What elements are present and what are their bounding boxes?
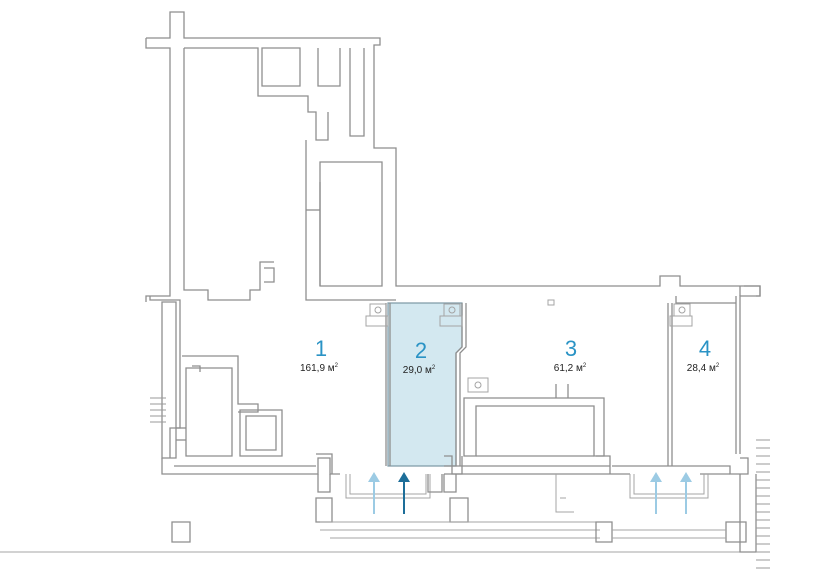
unit-2-label[interactable]: 2 29,0 м2 (403, 338, 436, 376)
unit-2-area: 29,0 м2 (403, 365, 436, 376)
unit-3-number: 3 (565, 336, 577, 361)
unit-4-number: 4 (699, 336, 711, 361)
entrance-arrow-unit-4b[interactable] (680, 472, 692, 514)
unit-4-area: 28,4 м2 (687, 363, 720, 374)
ramp (555, 474, 574, 513)
unit-1-label[interactable]: 1 161,9 м2 (300, 336, 339, 374)
entrance-arrow-unit-2[interactable] (398, 472, 410, 514)
fixture-wc-4 (669, 303, 693, 327)
fixture-wc-1 (365, 303, 389, 327)
unit-1-area: 161,9 м2 (300, 363, 339, 374)
entrance-arrow-unit-4a[interactable] (650, 472, 662, 514)
unit-3-area: 61,2 м2 (554, 363, 587, 374)
entrance-arrow-unit-1[interactable] (368, 472, 380, 514)
left-stair (150, 397, 166, 423)
fixture-wc-3 (467, 377, 489, 393)
porch-unit-1 (315, 474, 600, 539)
fixture-small-top (547, 299, 555, 306)
right-stair-hatch (756, 439, 770, 569)
fixture-wc-2 (439, 303, 463, 327)
unit-4-label[interactable]: 4 28,4 м2 (687, 336, 720, 374)
unit-1-number: 1 (315, 336, 327, 361)
unit-2-number: 2 (415, 338, 427, 363)
unit-2-area[interactable] (387, 302, 463, 467)
unit-3-label[interactable]: 3 61,2 м2 (554, 336, 587, 374)
porch-unit-4 (0, 474, 757, 553)
